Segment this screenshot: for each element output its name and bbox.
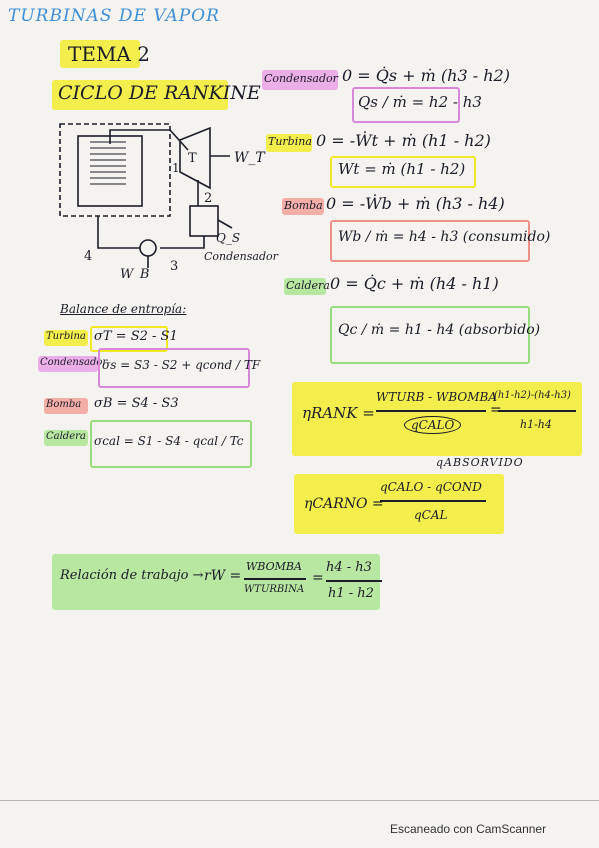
node-4-label: 4 <box>84 249 92 264</box>
caldera-equation: 0 = Q̇c + ṁ (h4 - h1) <box>330 274 499 293</box>
rankine-efficiency-fraction-bar-2 <box>498 410 576 412</box>
condenser-label: Condensador <box>204 250 279 263</box>
turbine-label: T <box>188 151 197 166</box>
work-ratio-equals: = <box>312 570 324 586</box>
condensador-result: Qs / ṁ = h2 - h3 <box>358 93 482 111</box>
rankine-cycle-diagram: 1 T W_T 2 Q_S Condensador 3 4 W_B <box>59 123 279 280</box>
rankine-efficiency-fraction-bar <box>376 410 486 412</box>
bomba-result: Wb / ṁ = h4 - h3 (consumido) <box>338 229 551 245</box>
rankine-efficiency-lhs: ηRANK = <box>302 404 375 422</box>
page-edge <box>0 800 599 801</box>
entropy-caldera-box <box>90 420 252 468</box>
title-highlight <box>52 80 228 110</box>
condensador-equation: 0 = Q̇s + ṁ (h3 - h2) <box>342 66 510 85</box>
turbina-label: Turbina <box>268 135 312 148</box>
condenser-shape <box>189 205 219 237</box>
node-3-label: 3 <box>170 259 178 274</box>
rankine-efficiency-numerator: WTURB - WBOMBA <box>376 390 497 404</box>
work-ratio-fraction-bar-2 <box>326 580 382 582</box>
rankine-efficiency-denominator: qCALO <box>404 416 462 434</box>
scanner-watermark: Escaneado con CamScanner <box>390 822 547 836</box>
topic-highlight <box>60 40 140 68</box>
condensador-label: Condensador <box>264 72 338 85</box>
carnot-efficiency-lhs: ηCARNO = <box>304 496 384 512</box>
entropy-condensador-equation: σs = S3 - S2 + qcond / TF <box>102 358 261 372</box>
work-ratio-highlight <box>52 554 380 610</box>
bomba-result-box <box>330 220 530 262</box>
work-ratio-rw: rW = <box>204 568 242 584</box>
work-ratio-denominator-2: h1 - h2 <box>328 586 374 601</box>
node-1-label: 1 <box>172 161 180 175</box>
caldera-label: Caldera <box>286 279 330 292</box>
bomba-highlight <box>282 198 324 215</box>
entropy-caldera-label: Caldera <box>46 431 86 442</box>
work-turbine-label: W_T <box>234 150 266 166</box>
carnot-efficiency-highlight <box>294 474 504 534</box>
page-title: CICLO DE RANKINE <box>58 82 261 104</box>
carnot-efficiency-numerator: qCALO - qCOND <box>380 480 482 494</box>
caldera-result-box <box>330 306 530 364</box>
condensate-line <box>160 236 205 249</box>
rankine-efficiency-numerator-2: (h1-h2)-(h4-h3) <box>494 390 571 401</box>
caldera-result: Qc / ṁ = h1 - h4 (absorbido) <box>338 322 541 338</box>
turbina-result-box <box>330 156 476 188</box>
entropy-caldera-equation: σcal = S1 - S4 - qcal / Tc <box>94 434 244 448</box>
turbina-highlight <box>266 134 312 152</box>
entropy-condensador-highlight <box>38 356 98 372</box>
work-ratio-label: Relación de trabajo → <box>60 568 204 583</box>
entropy-condensador-label: Condensador <box>40 357 108 368</box>
heat-out-line <box>217 219 233 229</box>
entropy-turbina-box <box>90 326 168 352</box>
bomba-label: Bomba <box>284 199 323 212</box>
entropy-bomba-highlight <box>44 398 88 414</box>
turbine-shape <box>179 126 211 190</box>
entropy-bomba-label: Bomba <box>46 399 82 410</box>
node-2-label: 2 <box>204 191 212 206</box>
condensador-result-box <box>352 87 460 123</box>
pump-shape <box>139 239 157 257</box>
boiler-coil <box>90 141 126 185</box>
entropy-bomba-equation: σB = S4 - S3 <box>94 396 179 411</box>
heat-out-label: Q_S <box>216 231 240 245</box>
topic-heading: TEMA 2 <box>68 42 150 66</box>
turbina-result: Wt = ṁ (h1 - h2) <box>338 160 466 178</box>
caldera-highlight <box>284 278 326 295</box>
work-ratio-numerator: WBOMBA <box>246 560 302 573</box>
steam-line <box>109 129 189 151</box>
absorbed-heat-note: qABSORVIDO <box>436 456 524 469</box>
work-pump-label: W_B <box>120 267 149 280</box>
bomba-equation: 0 = -Ẇb + ṁ (h3 - h4) <box>326 194 505 213</box>
work-ratio-denominator: WTURBINA <box>244 584 305 595</box>
entropy-caldera-highlight <box>44 430 88 446</box>
work-ratio-fraction-bar <box>244 578 306 580</box>
rankine-efficiency-equals: = <box>490 402 502 418</box>
rankine-efficiency-denominator-2: h1-h4 <box>520 418 552 431</box>
entropy-turbina-highlight <box>44 330 88 346</box>
boiler-shape <box>59 123 171 217</box>
work-ratio-numerator-2: h4 - h3 <box>326 560 372 575</box>
condensador-highlight <box>262 70 338 90</box>
carnot-efficiency-denominator: qCAL <box>414 508 448 522</box>
boiler-inner <box>77 135 143 207</box>
feed-line <box>97 216 140 249</box>
entropy-turbina-label: Turbina <box>46 331 86 342</box>
entropy-title: Balance de entropía: <box>60 302 187 316</box>
subject-heading: TURBINAS DE VAPOR <box>8 6 220 26</box>
carnot-efficiency-fraction-bar <box>380 500 486 502</box>
entropy-condensador-box <box>98 348 250 388</box>
turbina-equation: 0 = -Ẇt + ṁ (h1 - h2) <box>316 131 491 150</box>
entropy-turbina-equation: σT = S2 - S1 <box>94 329 178 344</box>
